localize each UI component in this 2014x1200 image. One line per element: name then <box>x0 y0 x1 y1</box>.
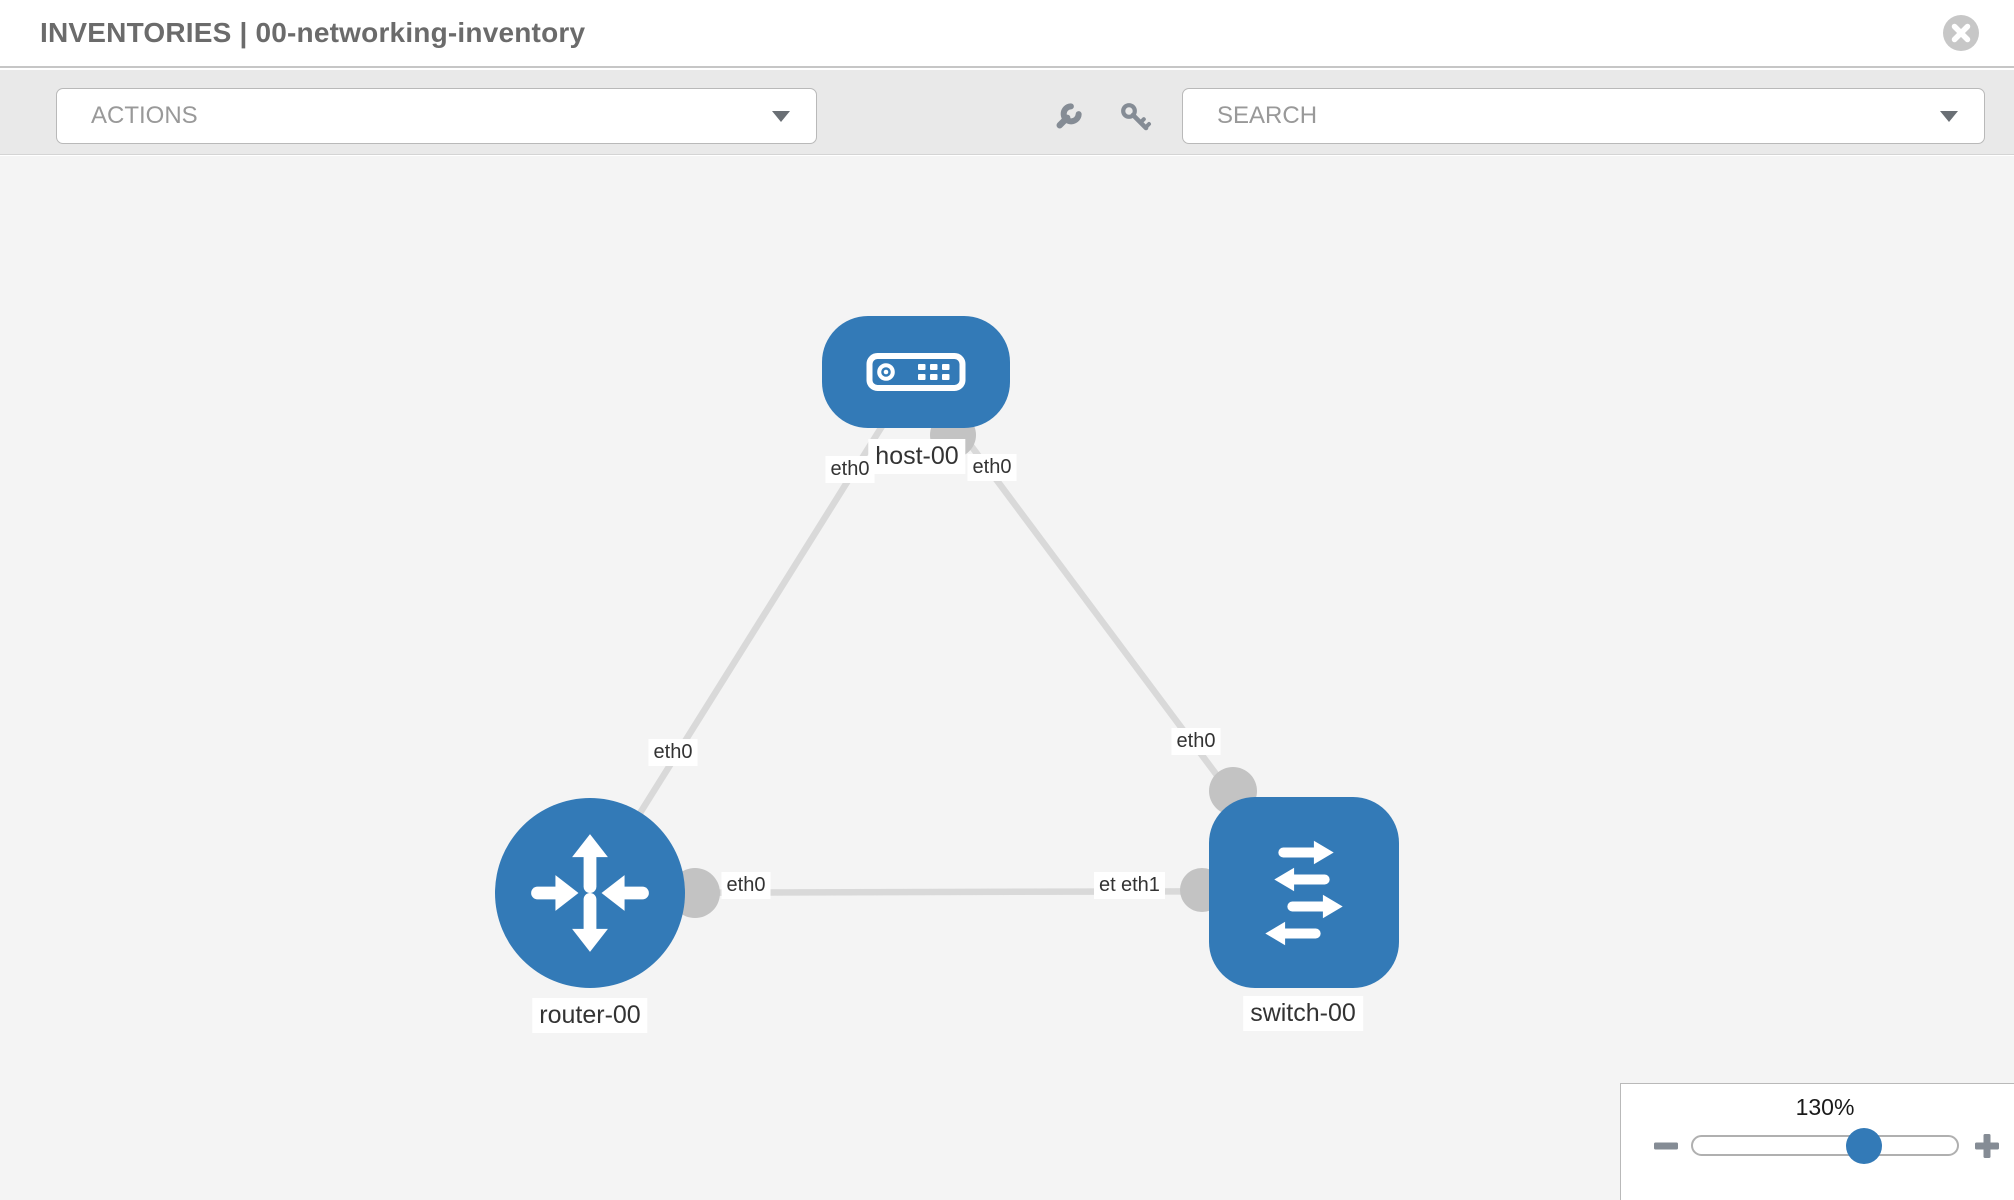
key-button[interactable] <box>1114 96 1158 140</box>
actions-dropdown[interactable]: ACTIONS <box>56 88 817 144</box>
interface-label: eth0 <box>967 454 1017 481</box>
plus-icon <box>1975 1134 1999 1158</box>
switch-icon <box>1265 840 1343 945</box>
zoom-slider-knob[interactable] <box>1846 1128 1882 1164</box>
interface-label: eth0 <box>648 739 698 766</box>
zoom-slider-track[interactable] <box>1691 1135 1959 1156</box>
configure-button[interactable] <box>1045 96 1089 140</box>
zoom-panel: 130% <box>1620 1083 2014 1200</box>
topology-canvas[interactable]: host-00 router-00 switch-00 eth0 eth0 et… <box>0 156 2014 1200</box>
host-icon <box>866 353 966 391</box>
actions-dropdown-label: ACTIONS <box>91 102 198 129</box>
interface-label: eth0 <box>1171 728 1221 755</box>
zoom-in-button[interactable] <box>1970 1129 2004 1163</box>
interface-label: eth1 <box>1116 872 1165 899</box>
node-label-host: host-00 <box>868 439 966 474</box>
node-label-switch: switch-00 <box>1243 996 1363 1031</box>
search-dropdown[interactable]: SEARCH <box>1182 88 1985 144</box>
key-icon <box>1121 103 1151 131</box>
close-icon <box>1943 15 1979 51</box>
interface-label: eth0 <box>721 872 771 899</box>
page-title: INVENTORIES | 00-networking-inventory <box>40 17 586 48</box>
topology-links-layer <box>587 370 1307 918</box>
header: INVENTORIES | 00-networking-inventory <box>0 0 2014 68</box>
search-dropdown-label: SEARCH <box>1217 102 1318 129</box>
router-icon <box>531 834 649 952</box>
chevron-down-icon <box>1940 110 1958 122</box>
minus-icon <box>1654 1142 1678 1150</box>
chevron-down-icon <box>772 110 790 122</box>
zoom-out-button[interactable] <box>1649 1129 1683 1163</box>
interface-label: eth0 <box>825 456 875 483</box>
zoom-level-value: 130% <box>1795 1094 1855 1120</box>
toolbar: ACTIONS SEARCH <box>0 70 2014 155</box>
node-switch-00[interactable] <box>1209 797 1399 988</box>
node-router-00[interactable] <box>495 798 685 988</box>
wrench-icon <box>1056 103 1082 129</box>
node-label-router: router-00 <box>532 998 648 1033</box>
close-button[interactable] <box>1942 14 1980 52</box>
node-host-00[interactable] <box>822 316 1010 428</box>
